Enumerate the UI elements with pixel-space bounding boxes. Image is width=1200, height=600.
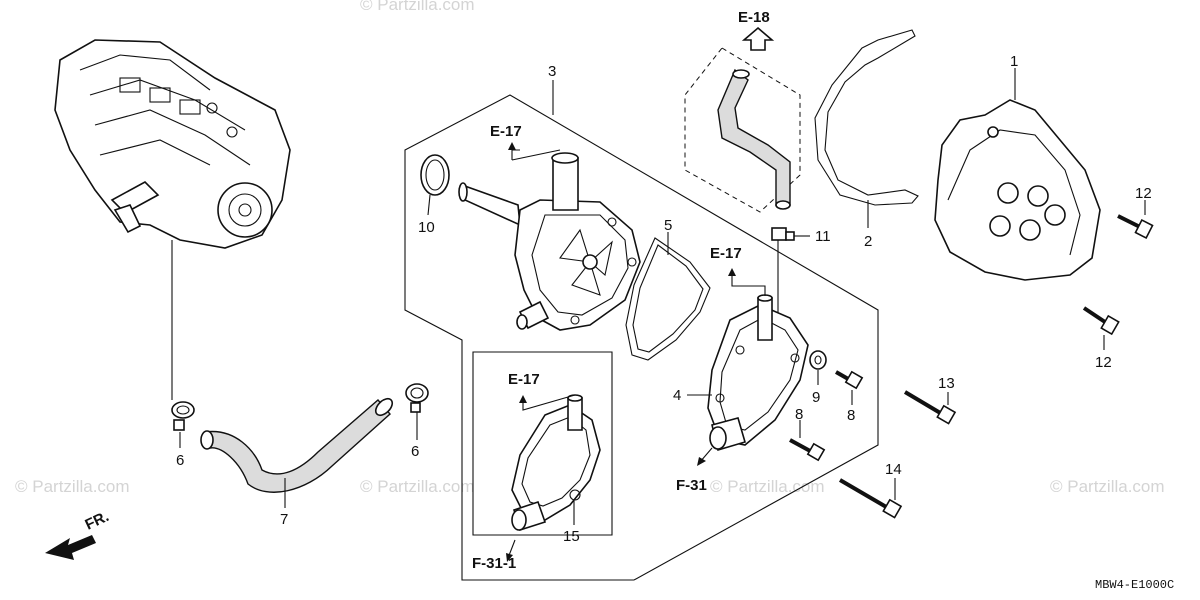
bolt-short-upper: [835, 370, 864, 405]
ref-label-e17-thermostat-alt: E-17: [508, 371, 540, 388]
bolt-long-upper: [903, 390, 957, 425]
front-arrow-icon: [45, 535, 96, 560]
callout-2: 2: [864, 233, 872, 250]
thermostat-housing-alt: [511, 394, 601, 532]
front-direction-marker: FR.: [45, 508, 112, 560]
ref-label-f31: F-31: [676, 477, 707, 494]
watermark-right: © Partzilla.com: [1050, 477, 1165, 496]
reference-arrows: [506, 142, 766, 562]
watermark-top: © Partzilla.com: [360, 0, 475, 14]
callout-11: 11: [815, 228, 831, 245]
front-label: FR.: [83, 508, 112, 534]
engine-assembly: [54, 39, 291, 400]
ref-label-e17-pump: E-17: [490, 123, 522, 140]
watermark-center-left: © Partzilla.com: [360, 477, 475, 496]
bolt-long-lower: [838, 478, 903, 519]
callout-14: 14: [885, 461, 902, 478]
coolant-hose-assembly: [171, 383, 429, 508]
callout-5: 5: [664, 217, 672, 234]
callout-4: 4: [673, 387, 681, 404]
watermarks: © Partzilla.com © Partzilla.com © Partzi…: [15, 0, 1165, 496]
water-pump-cover: [934, 68, 1101, 281]
o-ring: [420, 154, 450, 216]
pump-group-bracket: [404, 94, 879, 581]
thermostat-housing: [687, 294, 809, 452]
up-arrow-icon: [741, 26, 775, 51]
callout-1: 1: [1010, 53, 1018, 70]
thermostat-alt-bracket: [472, 351, 613, 536]
ref-label-f31-1: F-31-1: [472, 555, 516, 572]
callout-13: 13: [938, 375, 955, 392]
pump-cover-gasket: [625, 237, 711, 361]
bolt-mid-right: [1082, 306, 1120, 350]
callout-8-left: 8: [795, 406, 803, 423]
callout-6-right: 6: [411, 443, 419, 460]
bolt-top-right: [1117, 200, 1154, 240]
callout-8-right: 8: [847, 407, 855, 424]
sealing-washer: [809, 350, 827, 385]
ref-label-e18: E-18: [738, 9, 770, 26]
callout-15: 15: [563, 528, 580, 545]
diagram-code: MBW4-E1000C: [1095, 578, 1174, 592]
hose-clip: [771, 227, 810, 320]
callout-6-left: 6: [176, 452, 184, 469]
hose-clamp-right: [405, 383, 429, 413]
bolt-short-lower: [789, 420, 826, 462]
callout-9: 9: [812, 389, 820, 406]
callout-7: 7: [280, 511, 288, 528]
callout-10: 10: [418, 219, 435, 236]
callout-12-top: 12: [1135, 185, 1152, 202]
watermark-left: © Partzilla.com: [15, 477, 130, 496]
ref-label-e17-thermostat: E-17: [710, 245, 742, 262]
cover-bracket: [814, 29, 919, 206]
breather-hose-group: [684, 47, 801, 213]
water-pump: [458, 152, 641, 331]
watermark-center-right: © Partzilla.com: [710, 477, 825, 496]
breather-hose: [717, 68, 791, 210]
hose-clamp-left: [171, 401, 195, 431]
callout-12-bottom: 12: [1095, 354, 1112, 371]
callout-3: 3: [548, 63, 556, 80]
